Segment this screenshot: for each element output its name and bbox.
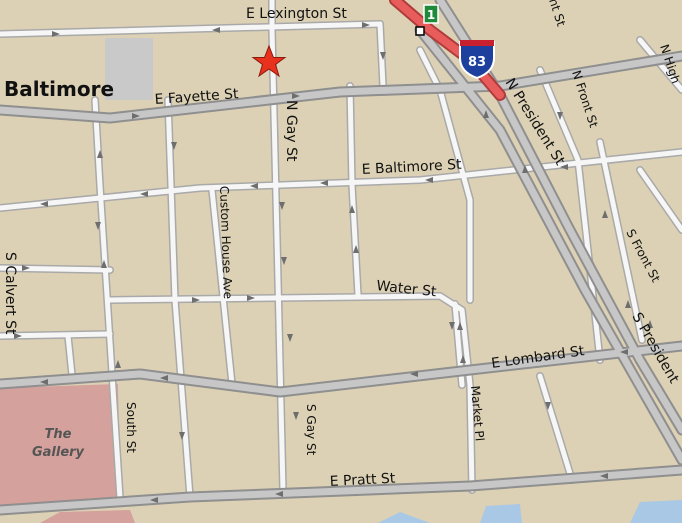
label-n-gay: N Gay St xyxy=(283,100,299,162)
gallery-label-line2: Gallery xyxy=(32,445,85,460)
pink-block-bottom xyxy=(40,510,135,523)
label-e-pratt: E Pratt St xyxy=(329,471,396,490)
harbor-water-1 xyxy=(378,512,430,523)
interstate-shield: 83 xyxy=(459,40,495,80)
one-way-arrows xyxy=(14,22,653,503)
exit-marker-icon xyxy=(415,26,425,36)
star-marker-icon[interactable] xyxy=(251,44,287,78)
harbor-water-3 xyxy=(630,500,682,523)
interstate-highway xyxy=(389,0,506,101)
label-e-lexington: E Lexington St xyxy=(246,6,347,22)
interstate-number: 83 xyxy=(468,55,486,70)
the-gallery-block[interactable] xyxy=(0,384,120,506)
label-water: Water St xyxy=(376,278,438,300)
harbor-water-2 xyxy=(480,504,522,523)
city-label: Baltimore xyxy=(4,77,114,101)
label-south: South St xyxy=(124,402,138,453)
label-e-baltimore: E Baltimore St xyxy=(361,157,462,178)
route-number: 1 xyxy=(427,8,435,22)
label-e-fayette: E Fayette St xyxy=(154,86,239,108)
label-custom-house: Custom House Ave xyxy=(217,186,235,300)
gallery-label-line1: The xyxy=(45,427,72,442)
label-s-calvert: S Calvert St xyxy=(2,252,18,335)
label-s-gay: S Gay St xyxy=(304,404,318,456)
label-market-pl: Market Pl xyxy=(468,385,487,442)
route-shield: 1 xyxy=(423,4,439,24)
gray-block xyxy=(105,38,153,100)
